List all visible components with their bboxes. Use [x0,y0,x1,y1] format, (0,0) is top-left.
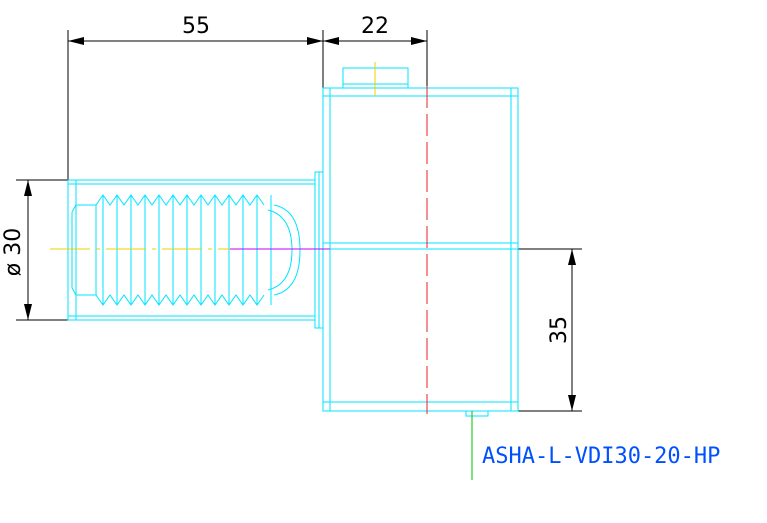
shank-outline [67,171,324,329]
serration-bottom [95,294,265,306]
shank-front-chamfer [71,204,77,296]
arrowhead [68,37,84,45]
dimension-top-arrows [68,37,427,45]
dimension-top [67,30,428,180]
dimension-right [518,248,582,412]
dimension-label-22: 22 [361,14,389,39]
dimension-label-55: 55 [182,14,210,39]
dimension-right-arrows [568,249,576,411]
dimension-label-diameter: ø 30 [1,228,26,276]
dimension-label-35: 35 [547,316,572,344]
serration-top [95,194,265,206]
dimension-left-arrows [24,180,32,320]
arrowhead [307,37,323,45]
arrowhead [323,37,339,45]
arrowhead [411,37,427,45]
serration-rounded-end [273,204,301,296]
dimension-left [16,179,76,321]
arrowhead [568,395,576,411]
arrowhead [568,249,576,265]
serration-rounded-end-inner [267,209,293,291]
tool-body-outline [322,67,519,417]
part-number-label: ASHA-L-VDI30-20-HP [482,444,720,469]
arrowhead [24,304,32,320]
arrowhead [24,180,32,196]
bottom-notch [465,410,489,417]
shank-front-step [76,204,97,296]
